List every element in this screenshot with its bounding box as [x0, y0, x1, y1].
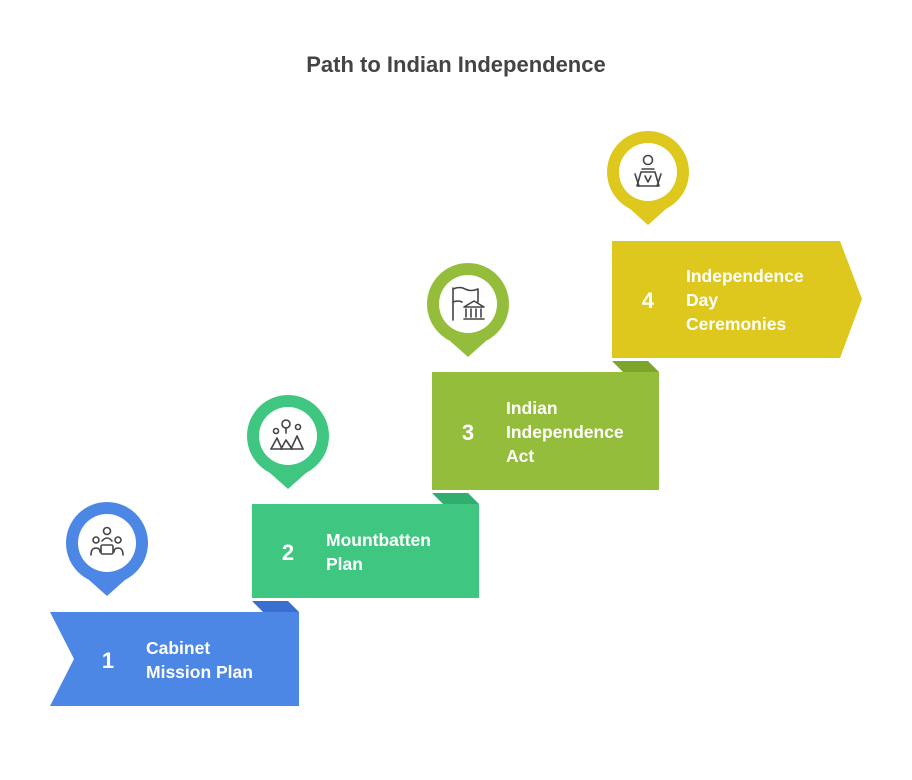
step-2-fold [432, 493, 479, 504]
step-1-fold [252, 601, 299, 612]
page-title: Path to Indian Independence [306, 52, 606, 77]
flag-parliament-icon [452, 286, 485, 321]
step-1-number: 1 [101, 648, 115, 673]
step-3-block [432, 372, 659, 490]
step-2-block [252, 504, 479, 598]
meeting-table-icon [90, 526, 124, 556]
step-4-label: Independence Day Ceremonies [686, 266, 804, 334]
step-4-block [612, 241, 862, 358]
step-1-block [50, 612, 299, 706]
step-4-number: 4 [641, 288, 655, 313]
step-1-marker [66, 502, 148, 596]
step-4-marker [607, 131, 689, 225]
step-3-label: Indian Independence Act [506, 398, 624, 466]
podium-speaker-icon [634, 154, 662, 187]
partition-map-icon [270, 419, 304, 450]
step-2-label: Mountbatten Plan [326, 530, 431, 574]
step-3-number: 3 [461, 420, 475, 445]
step-2-number: 2 [281, 540, 295, 565]
step-3-marker [427, 263, 509, 357]
step-2-marker [247, 395, 329, 489]
step-3-fold [612, 361, 659, 372]
step-1-label: Cabinet Mission Plan [146, 638, 253, 682]
